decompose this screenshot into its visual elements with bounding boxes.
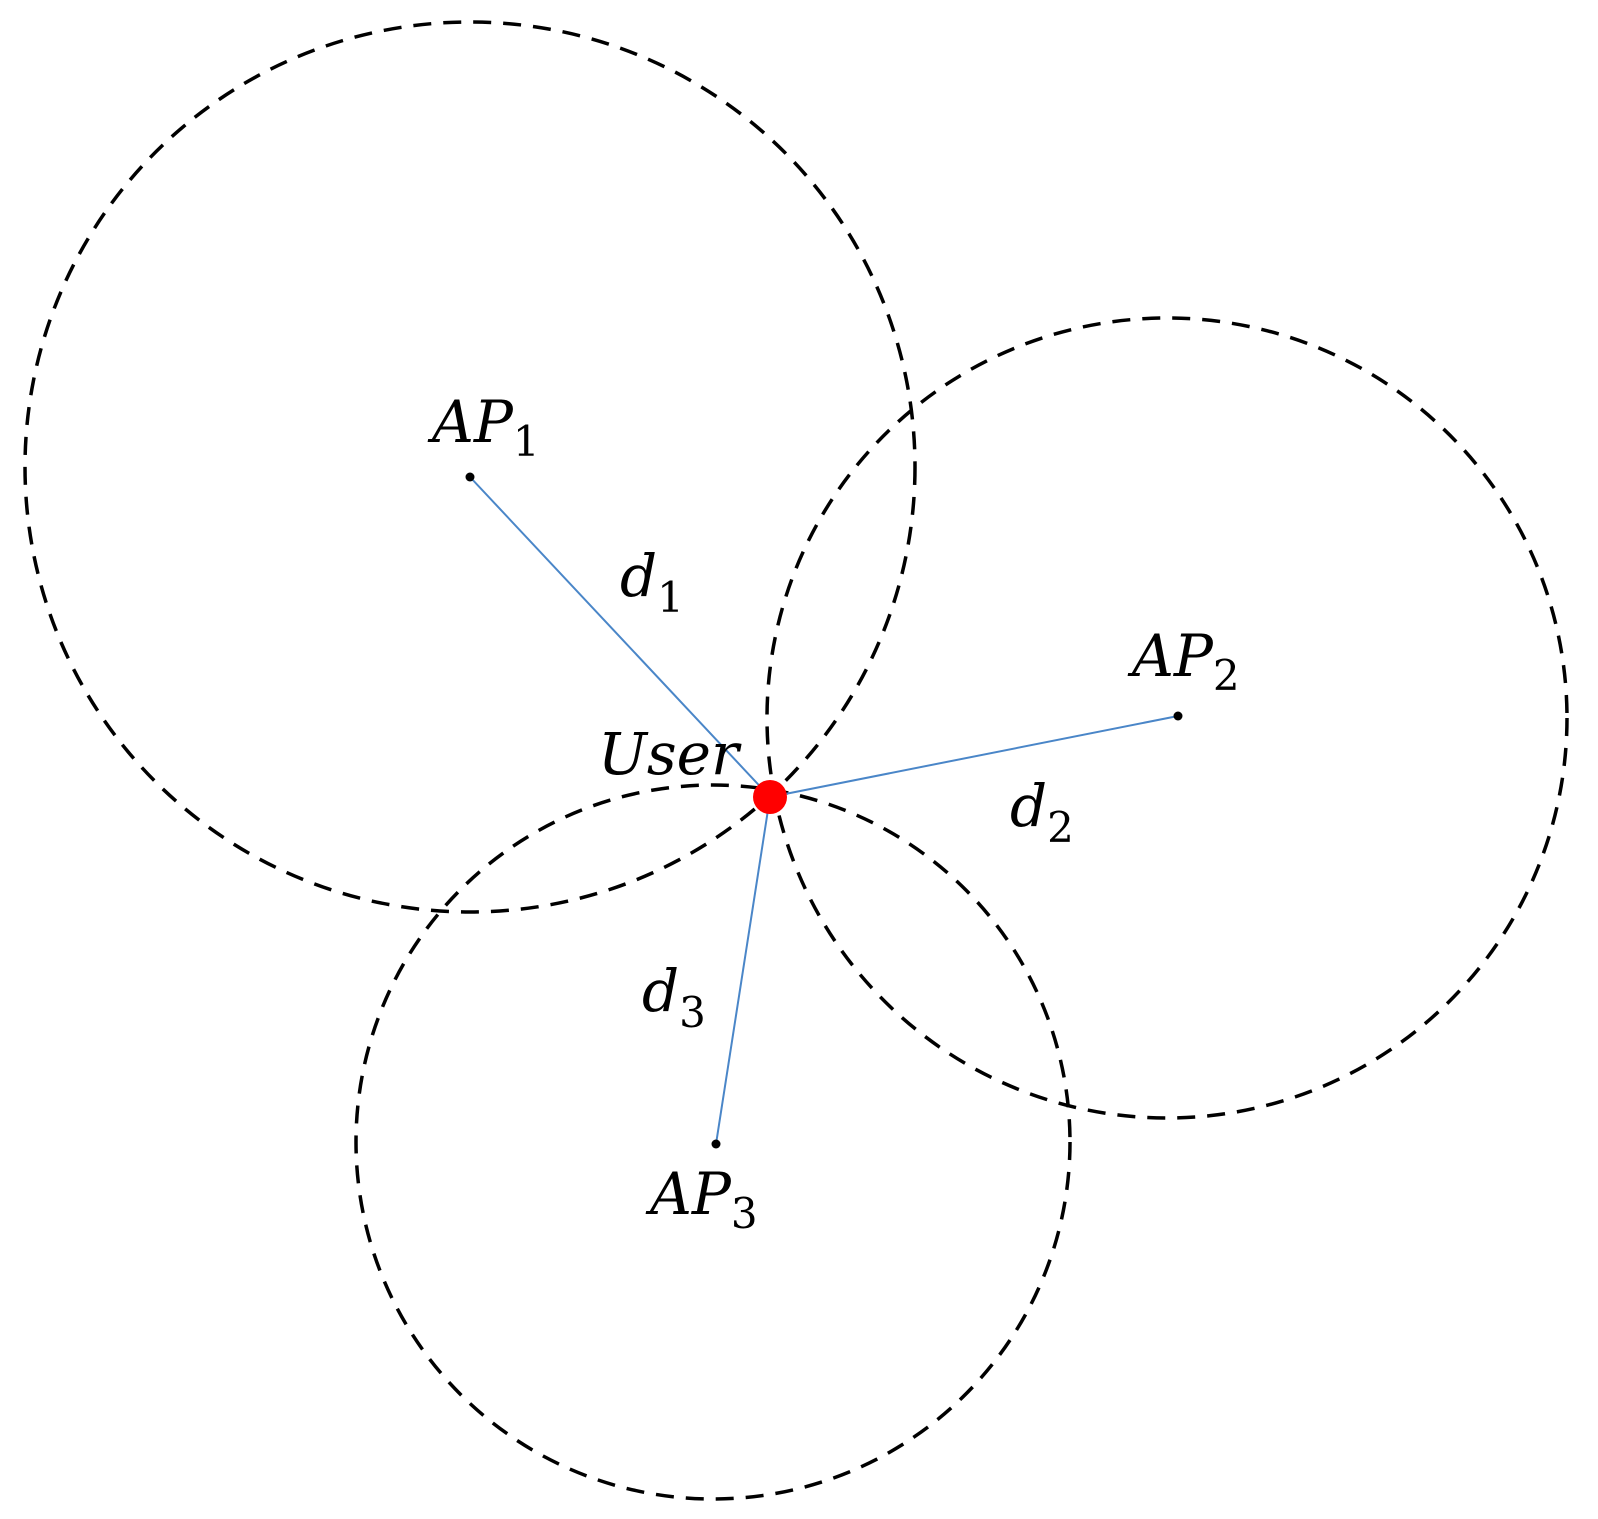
label-d1: d1 xyxy=(620,542,684,622)
range-circle-ap1 xyxy=(23,20,917,914)
range-circle-ap2 xyxy=(765,316,1569,1120)
label-ap3: AP3 xyxy=(645,1160,758,1238)
label-d3: d3 xyxy=(642,957,706,1037)
label-ap3-subscript: 3 xyxy=(731,1189,758,1238)
range-circle-ap3 xyxy=(354,783,1072,1501)
label-ap1-prefix: AP xyxy=(427,388,514,456)
label-ap2-prefix: AP xyxy=(1127,622,1214,690)
access-point-1 xyxy=(465,472,475,482)
label-ap2: AP2 xyxy=(1127,622,1240,700)
distance-line-d1 xyxy=(469,476,771,798)
label-ap3-prefix: AP xyxy=(645,1160,732,1228)
distance-line-d3 xyxy=(715,796,771,1145)
distance-line-d2 xyxy=(769,715,1179,798)
label-d2: d2 xyxy=(1010,772,1074,852)
label-user: User xyxy=(598,720,742,788)
label-d3-subscript: 3 xyxy=(679,988,706,1037)
label-d1-subscript: 1 xyxy=(657,573,684,622)
access-point-2 xyxy=(1173,711,1183,721)
user-point xyxy=(753,780,787,814)
label-d1-prefix: d xyxy=(620,542,657,610)
label-d3-prefix: d xyxy=(642,957,679,1025)
label-d2-prefix: d xyxy=(1010,772,1047,840)
label-ap1-subscript: 1 xyxy=(513,417,540,466)
label-d2-subscript: 2 xyxy=(1047,803,1074,852)
label-ap2-subscript: 2 xyxy=(1213,651,1240,700)
access-point-3 xyxy=(711,1139,721,1149)
label-ap1: AP1 xyxy=(427,388,540,466)
